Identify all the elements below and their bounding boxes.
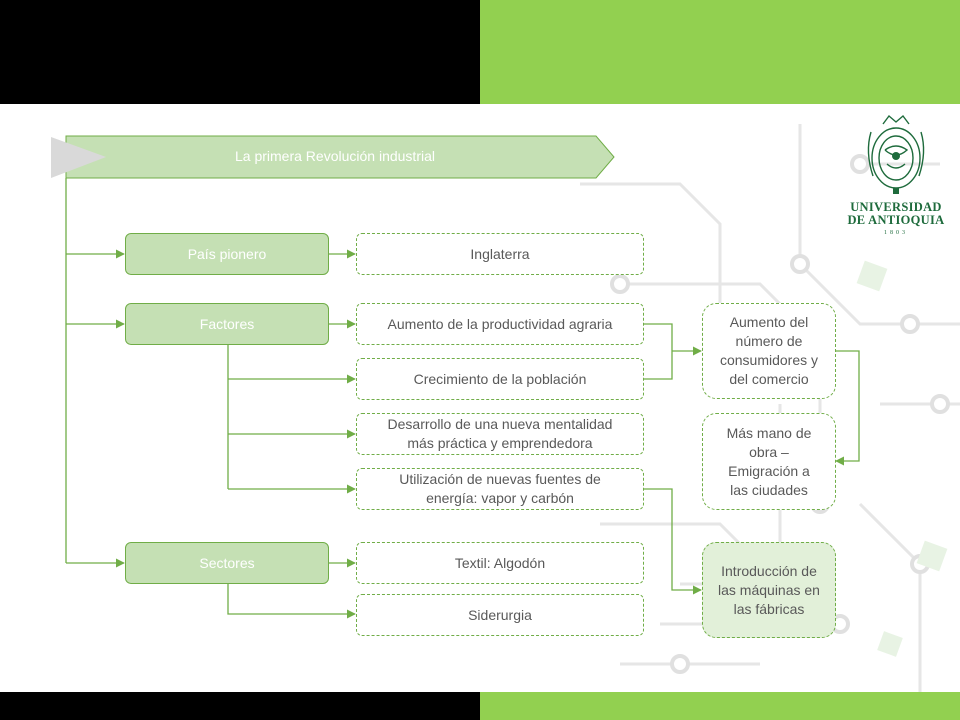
pioneer-country-value: Inglaterra — [356, 233, 644, 275]
header-green-band — [480, 0, 960, 104]
logo-line-1: UNIVERSIDAD — [850, 200, 942, 214]
consequence-workforce-migration: Más mano de obra – Emigración a las ciud… — [702, 413, 836, 510]
footer-green-band — [480, 692, 960, 720]
category-pioneer-country: País pionero — [125, 233, 329, 275]
category-factors: Factores — [125, 303, 329, 345]
sector-steel: Siderurgia — [356, 594, 644, 636]
factor-new-mentality: Desarrollo de una nueva mentalidad más p… — [356, 413, 644, 455]
factor-agrarian-productivity: Aumento de la productividad agraria — [356, 303, 644, 345]
banner-arrow-decoration — [51, 137, 106, 178]
logo-year: 1803 — [884, 230, 908, 236]
university-seal-icon — [867, 114, 925, 194]
footer-black-band — [0, 692, 480, 720]
header-black-band — [0, 0, 480, 104]
category-sectors: Sectores — [125, 542, 329, 584]
consequence-consumers-trade: Aumento del número de consumidores y del… — [702, 303, 836, 399]
logo-line-2: DE ANTIOQUIA — [847, 213, 945, 227]
factor-population-growth: Crecimiento de la población — [356, 358, 644, 400]
university-logo: UNIVERSIDAD DE ANTIOQUIA 1803 — [846, 112, 946, 237]
sector-textile: Textil: Algodón — [356, 542, 644, 584]
factor-new-energy-sources: Utilización de nuevas fuentes de energía… — [356, 468, 644, 510]
consequence-machines-factories: Introducción de las máquinas en las fábr… — [702, 542, 836, 638]
diagram-title: La primera Revolución industrial — [235, 148, 435, 164]
